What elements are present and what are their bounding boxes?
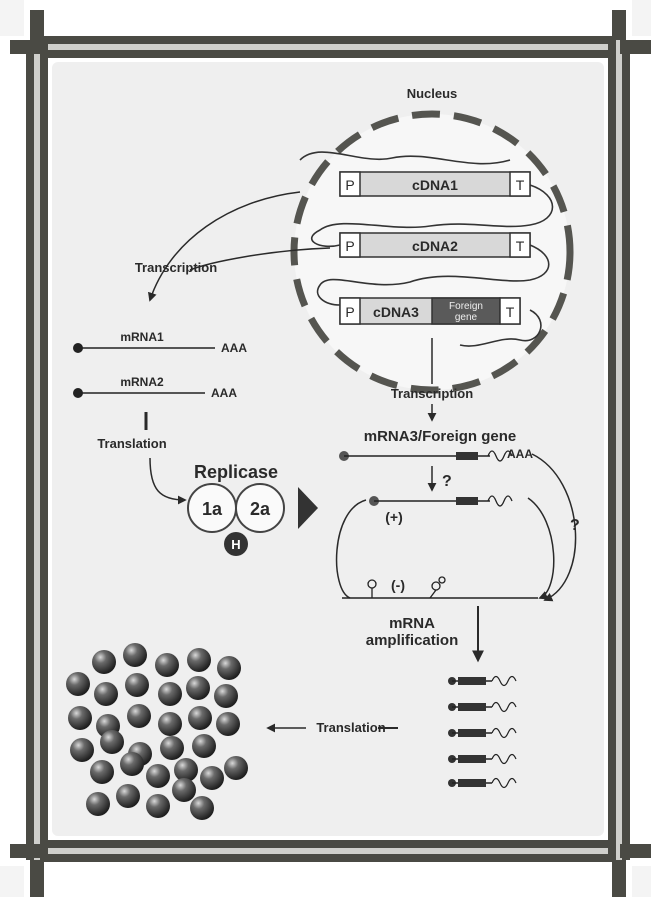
terminator-label: T <box>516 177 525 193</box>
protein-particle <box>116 784 140 808</box>
minus-label: (-) <box>391 577 405 593</box>
protein-particle <box>190 796 214 820</box>
foreign-gene-label: Foreign <box>449 301 483 312</box>
cdna2-construct: P cDNA2 T <box>340 233 530 257</box>
protein-particle <box>187 648 211 672</box>
protein-particle <box>70 738 94 762</box>
protein-particle <box>158 712 182 736</box>
cdna2-label: cDNA2 <box>412 238 458 254</box>
translation-left-label: Translation <box>97 436 166 451</box>
question-mark-2: ? <box>570 517 580 534</box>
protein-particle <box>123 643 147 667</box>
protein-particle <box>127 704 151 728</box>
protein-particle <box>155 653 179 677</box>
mrna2-label: mRNA2 <box>120 375 164 389</box>
transcription-center-label: Transcription <box>391 386 473 401</box>
protein-particle <box>66 672 90 696</box>
protein-1a-label: 1a <box>202 499 223 519</box>
replicase-label: Replicase <box>194 462 278 482</box>
promoter-label: P <box>345 177 354 193</box>
protein-particle <box>216 712 240 736</box>
protein-particle <box>68 706 92 730</box>
protein-particle <box>92 650 116 674</box>
cdna3-label: cDNA3 <box>373 304 419 320</box>
transcription-left-label: Transcription <box>135 260 217 275</box>
cdna1-construct: P cDNA1 T <box>340 172 530 196</box>
protein-particle <box>146 764 170 788</box>
poly-a-label: AAA <box>221 341 247 355</box>
poly-a-label: AAA <box>507 447 533 461</box>
protein-particle <box>188 706 212 730</box>
foreign-gene-label-2: gene <box>455 312 478 323</box>
cdna3-construct: P cDNA3 Foreign gene T <box>340 298 520 324</box>
protein-2a-label: 2a <box>250 499 271 519</box>
protein-particle <box>186 676 210 700</box>
terminator-label: T <box>516 238 525 254</box>
protein-particle <box>120 752 144 776</box>
protein-particle <box>172 778 196 802</box>
protein-particle <box>125 673 149 697</box>
protein-particle <box>86 792 110 816</box>
protein-particle <box>224 756 248 780</box>
protein-h-label: H <box>231 537 240 552</box>
amplification-label-1: mRNA <box>389 615 435 632</box>
mrna1-label: mRNA1 <box>120 330 164 344</box>
protein-particle <box>100 730 124 754</box>
cdna1-label: cDNA1 <box>412 177 458 193</box>
promoter-label: P <box>345 238 354 254</box>
nucleus-label: Nucleus <box>407 86 458 101</box>
protein-particle <box>192 734 216 758</box>
promoter-label: P <box>345 304 354 320</box>
protein-particle <box>90 760 114 784</box>
poly-a-label: AAA <box>211 386 237 400</box>
translation-bottom-label: Translation <box>316 720 385 735</box>
protein-particle <box>214 684 238 708</box>
terminator-label: T <box>506 304 515 320</box>
protein-particle <box>146 794 170 818</box>
protein-particle <box>200 766 224 790</box>
protein-particle <box>160 736 184 760</box>
protein-particle <box>217 656 241 680</box>
mrna3-title: mRNA3/Foreign gene <box>364 428 517 445</box>
protein-particle <box>94 682 118 706</box>
amplification-label-2: amplification <box>366 632 459 649</box>
plus-label: (+) <box>385 509 403 525</box>
question-mark-1: ? <box>442 473 452 490</box>
protein-particle <box>158 682 182 706</box>
